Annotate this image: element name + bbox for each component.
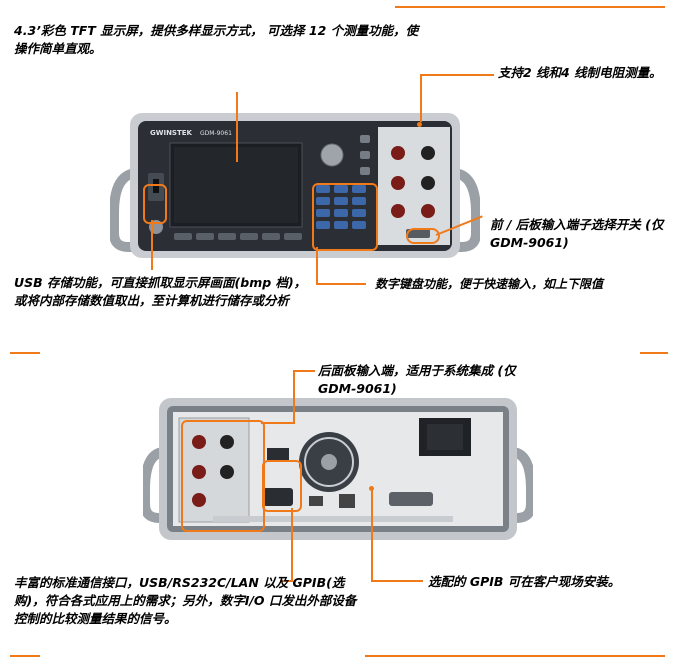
interfaces-pointer-h <box>280 580 293 582</box>
middle-rule-left <box>10 352 40 354</box>
rear-input-caption: 后面板输入端，适用于系统集成 (仅 GDM-9061) <box>318 363 516 396</box>
rear-input-highlight <box>181 420 265 532</box>
brand-label: GWINSTEK <box>150 129 193 137</box>
resistance-pointer-h <box>420 74 494 76</box>
rear-input-pointer-h <box>293 370 315 372</box>
resistance-caption: 支持2 线和4 线制电阻测量。 <box>498 65 662 80</box>
resistance-pointer-dot <box>417 122 422 127</box>
rear-input-pointer-v <box>293 370 295 422</box>
rear-panel-photo <box>143 398 533 540</box>
resistance-pointer-v <box>420 74 422 122</box>
display-pointer <box>236 92 238 162</box>
gpib-pointer-v <box>371 490 373 580</box>
interfaces-pointer <box>291 508 293 580</box>
switch-highlight <box>406 228 440 244</box>
usb-highlight <box>143 184 167 224</box>
keypad-pointer-v <box>316 247 318 283</box>
display-caption: 4.3’彩色 TFT 显示屏，提供多样显示方式， 可选择 12 个测量功能，使操… <box>14 23 419 56</box>
usb-caption: USB 存储功能，可直接抓取显示屏画面(bmp 档)，或将内部存储数值取出，至计… <box>14 275 307 308</box>
front-panel-photo: GWINSTEK GDM-9061 <box>110 113 480 258</box>
top-rule <box>395 6 665 8</box>
keypad-highlight <box>312 183 378 251</box>
gpib-pointer-dot <box>369 486 374 491</box>
keypad-pointer-h <box>316 283 366 285</box>
gpib-caption: 选配的 GPIB 可在客户现场安装。 <box>428 574 621 589</box>
usb-pointer <box>151 220 153 270</box>
keypad-caption: 数字键盘功能，便于快速输入，如上下限值 <box>375 277 604 291</box>
interfaces-highlight <box>262 460 302 512</box>
interfaces-caption: 丰富的标准通信接口，USB/RS232C/LAN 以及 GPIB(选购)，符合各… <box>14 575 357 626</box>
model-label: GDM-9061 <box>200 130 232 137</box>
middle-rule-right <box>640 352 668 354</box>
bottom-rule-right <box>365 655 665 657</box>
bottom-rule-left <box>10 655 40 657</box>
rear-input-pointer-link <box>261 422 295 424</box>
gpib-pointer-h <box>371 580 423 582</box>
terminal-switch-caption: 前 / 后板输入端子选择开关 (仅 GDM-9061) <box>490 217 664 250</box>
